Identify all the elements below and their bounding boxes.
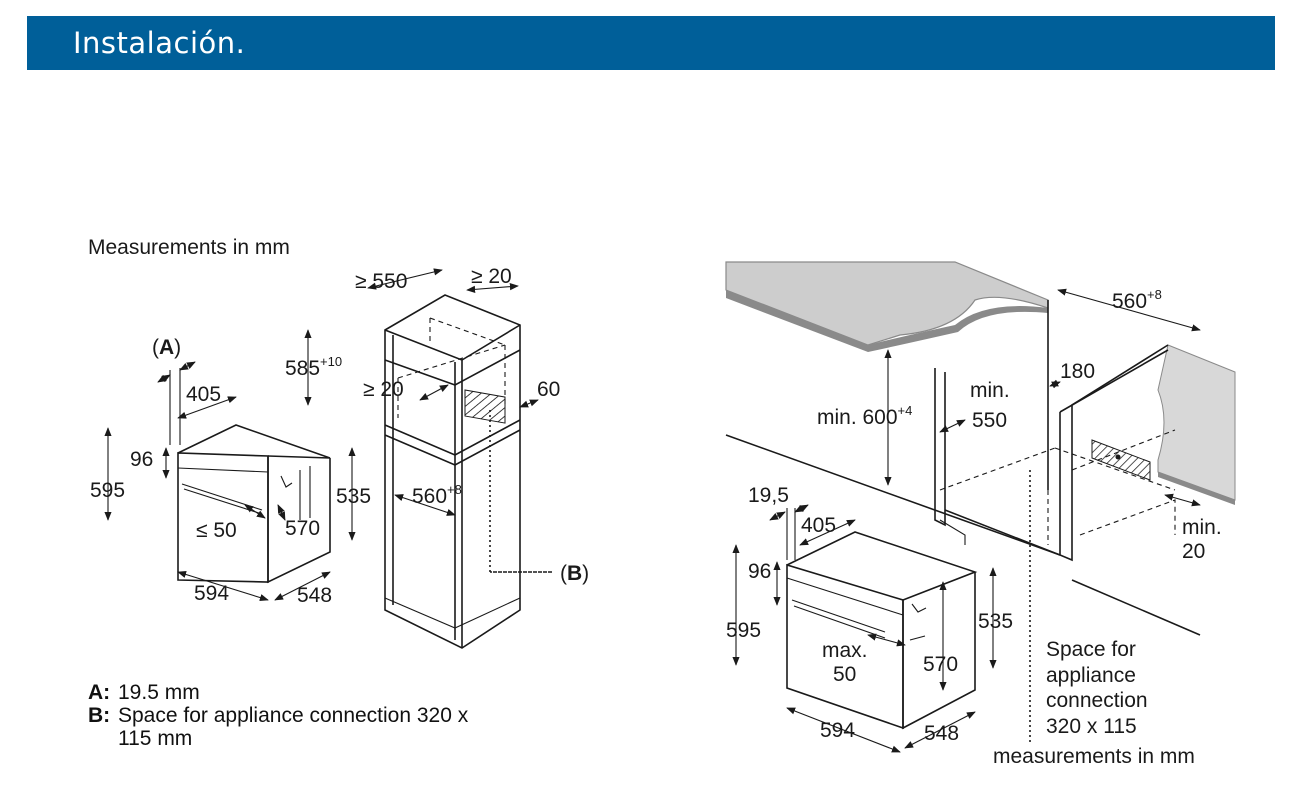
left-ge20-mid: ≥ 20: [363, 378, 404, 401]
right-180: 180: [1060, 360, 1095, 383]
header-bar: Instalación.: [27, 16, 1275, 70]
left-594: 594: [194, 582, 229, 605]
legend: A: 19.5 mm B: Space for appliance connecti…: [88, 681, 468, 750]
left-oven: [177, 424, 331, 584]
left-585-sup: +10: [320, 354, 342, 369]
right-caption: measurements in mm: [993, 745, 1195, 768]
legend-a: A: 19.5 mm: [88, 681, 468, 704]
right-min550-b: 550: [972, 409, 1007, 432]
right-min600: min. 600: [817, 406, 898, 429]
right-560: 560: [1112, 290, 1147, 313]
right-space-1: Space for: [1046, 638, 1136, 661]
left-560-sup: +8: [447, 482, 462, 497]
right-96: 96: [748, 560, 771, 583]
left-diagram: Measurements in mm: [88, 236, 589, 649]
right-oven: [786, 531, 978, 730]
right-max-b: 50: [833, 663, 856, 686]
left-60: 60: [537, 378, 560, 401]
right-594: 594: [820, 719, 855, 742]
left-535: 535: [336, 485, 371, 508]
right-595: 595: [726, 619, 761, 642]
svg-text:560+8: 560+8: [412, 482, 462, 508]
svg-text:585+10: 585+10: [285, 354, 342, 380]
right-min600-sup: +4: [898, 403, 913, 418]
left-le50: ≤ 50: [196, 519, 237, 542]
right-min20-b: 20: [1182, 540, 1205, 563]
right-19-5: 19,5: [748, 484, 789, 507]
left-cabinet: [384, 294, 552, 649]
right-min20-a: min.: [1182, 516, 1222, 539]
svg-text:min. 600+4: min. 600+4: [817, 403, 912, 429]
legend-b: B: Space for appliance connection 320 x: [88, 704, 468, 727]
right-space-3: connection: [1046, 689, 1148, 712]
right-570: 570: [923, 653, 958, 676]
label-b: B: [567, 562, 582, 585]
right-548: 548: [924, 722, 959, 745]
right-535: 535: [978, 610, 1013, 633]
left-caption: Measurements in mm: [88, 236, 290, 259]
countertop: [725, 261, 1049, 346]
svg-text:560+8: 560+8: [1112, 287, 1162, 313]
svg-text:(A): (A): [152, 336, 181, 359]
left-96: 96: [130, 448, 153, 471]
left-560: 560: [412, 485, 447, 508]
legend-b-text: Space for appliance connection 320 x: [118, 704, 469, 727]
right-space-2: appliance: [1046, 664, 1136, 687]
right-min550-a: min.: [970, 379, 1010, 402]
label-a: A: [159, 336, 174, 359]
right-diagram: 560+8 180 min. 600+4 min. 550 min. 20 19…: [725, 261, 1236, 768]
left-570: 570: [285, 517, 320, 540]
left-548: 548: [297, 584, 332, 607]
left-405: 405: [186, 383, 221, 406]
left-585: 585: [285, 357, 320, 380]
legend-a-key: A:: [88, 681, 111, 704]
right-560-sup: +8: [1147, 287, 1162, 302]
right-405: 405: [801, 514, 836, 537]
legend-b-cont: 115 mm: [118, 727, 193, 750]
left-ge20-top: ≥ 20: [471, 265, 512, 288]
left-595: 595: [90, 479, 125, 502]
left-ge550: ≥ 550: [355, 270, 407, 293]
svg-text:(B): (B): [560, 562, 589, 585]
page-title: Instalación.: [73, 26, 246, 60]
right-max-a: max.: [822, 639, 868, 662]
legend-a-text: 19.5 mm: [118, 681, 200, 704]
right-space-4: 320 x 115: [1046, 715, 1137, 738]
legend-b-key: B:: [88, 704, 111, 727]
right-cabinet: [725, 300, 1201, 745]
